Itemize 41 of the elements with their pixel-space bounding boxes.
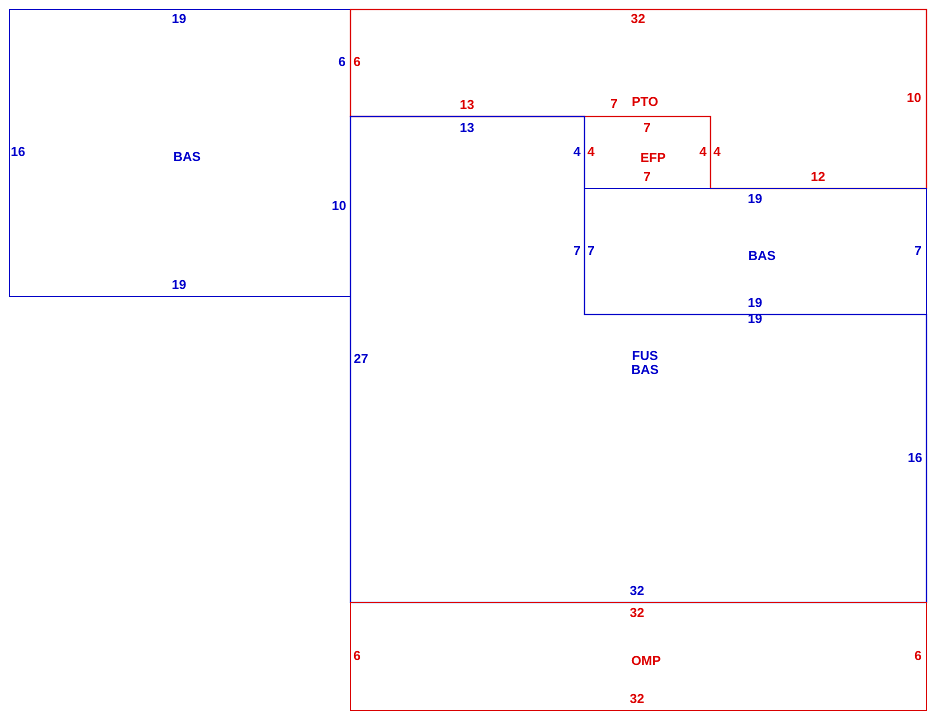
dimension-label: 10 xyxy=(906,91,922,105)
dimension-label: 19 xyxy=(172,12,186,26)
zone-outline xyxy=(350,9,927,189)
dimension-label: 16 xyxy=(908,451,922,465)
dimension-label: 27 xyxy=(354,352,368,366)
zone-name: BAS xyxy=(747,249,777,263)
dimension-label: 13 xyxy=(460,98,474,112)
dimension-label: 19 xyxy=(172,278,186,292)
dimension-label: 7 xyxy=(573,244,581,258)
dimension-label: 10 xyxy=(332,199,346,213)
dimension-label: 32 xyxy=(630,584,644,598)
dimension-label: 7 xyxy=(914,244,922,258)
dimension-label: 32 xyxy=(630,692,644,706)
zone-outline xyxy=(350,602,927,711)
dimension-label: 32 xyxy=(630,12,646,26)
dimension-label: 16 xyxy=(10,145,26,159)
dimension-label: 7 xyxy=(587,244,595,258)
zone-name: EFP xyxy=(639,151,667,165)
zone-outline xyxy=(584,188,927,315)
dimension-label: 4 xyxy=(573,145,581,159)
zone-name: FUS BAS xyxy=(630,349,660,377)
dimension-label: 4 xyxy=(587,145,595,159)
dimension-label: 7 xyxy=(610,97,618,111)
dimension-label: 19 xyxy=(748,192,762,206)
dimension-label: 4 xyxy=(699,145,707,159)
dimension-label: 6 xyxy=(353,649,361,663)
zone-outline xyxy=(350,116,927,603)
dimension-label: 6 xyxy=(914,649,922,663)
dimension-label: 4 xyxy=(713,145,721,159)
dimension-label: 32 xyxy=(630,606,644,620)
dimension-label: 7 xyxy=(643,121,651,135)
zone-name: PTO xyxy=(630,95,660,109)
dimension-label: 7 xyxy=(643,170,651,184)
zone-outline xyxy=(9,9,351,297)
dimension-label: 19 xyxy=(748,296,762,310)
dimension-label: 6 xyxy=(338,55,346,69)
dimension-label: 13 xyxy=(460,121,474,135)
zone-name: OMP xyxy=(630,654,662,668)
dimension-label: 6 xyxy=(353,55,361,69)
zone-name: BAS xyxy=(172,150,202,164)
dimension-label: 12 xyxy=(810,170,826,184)
